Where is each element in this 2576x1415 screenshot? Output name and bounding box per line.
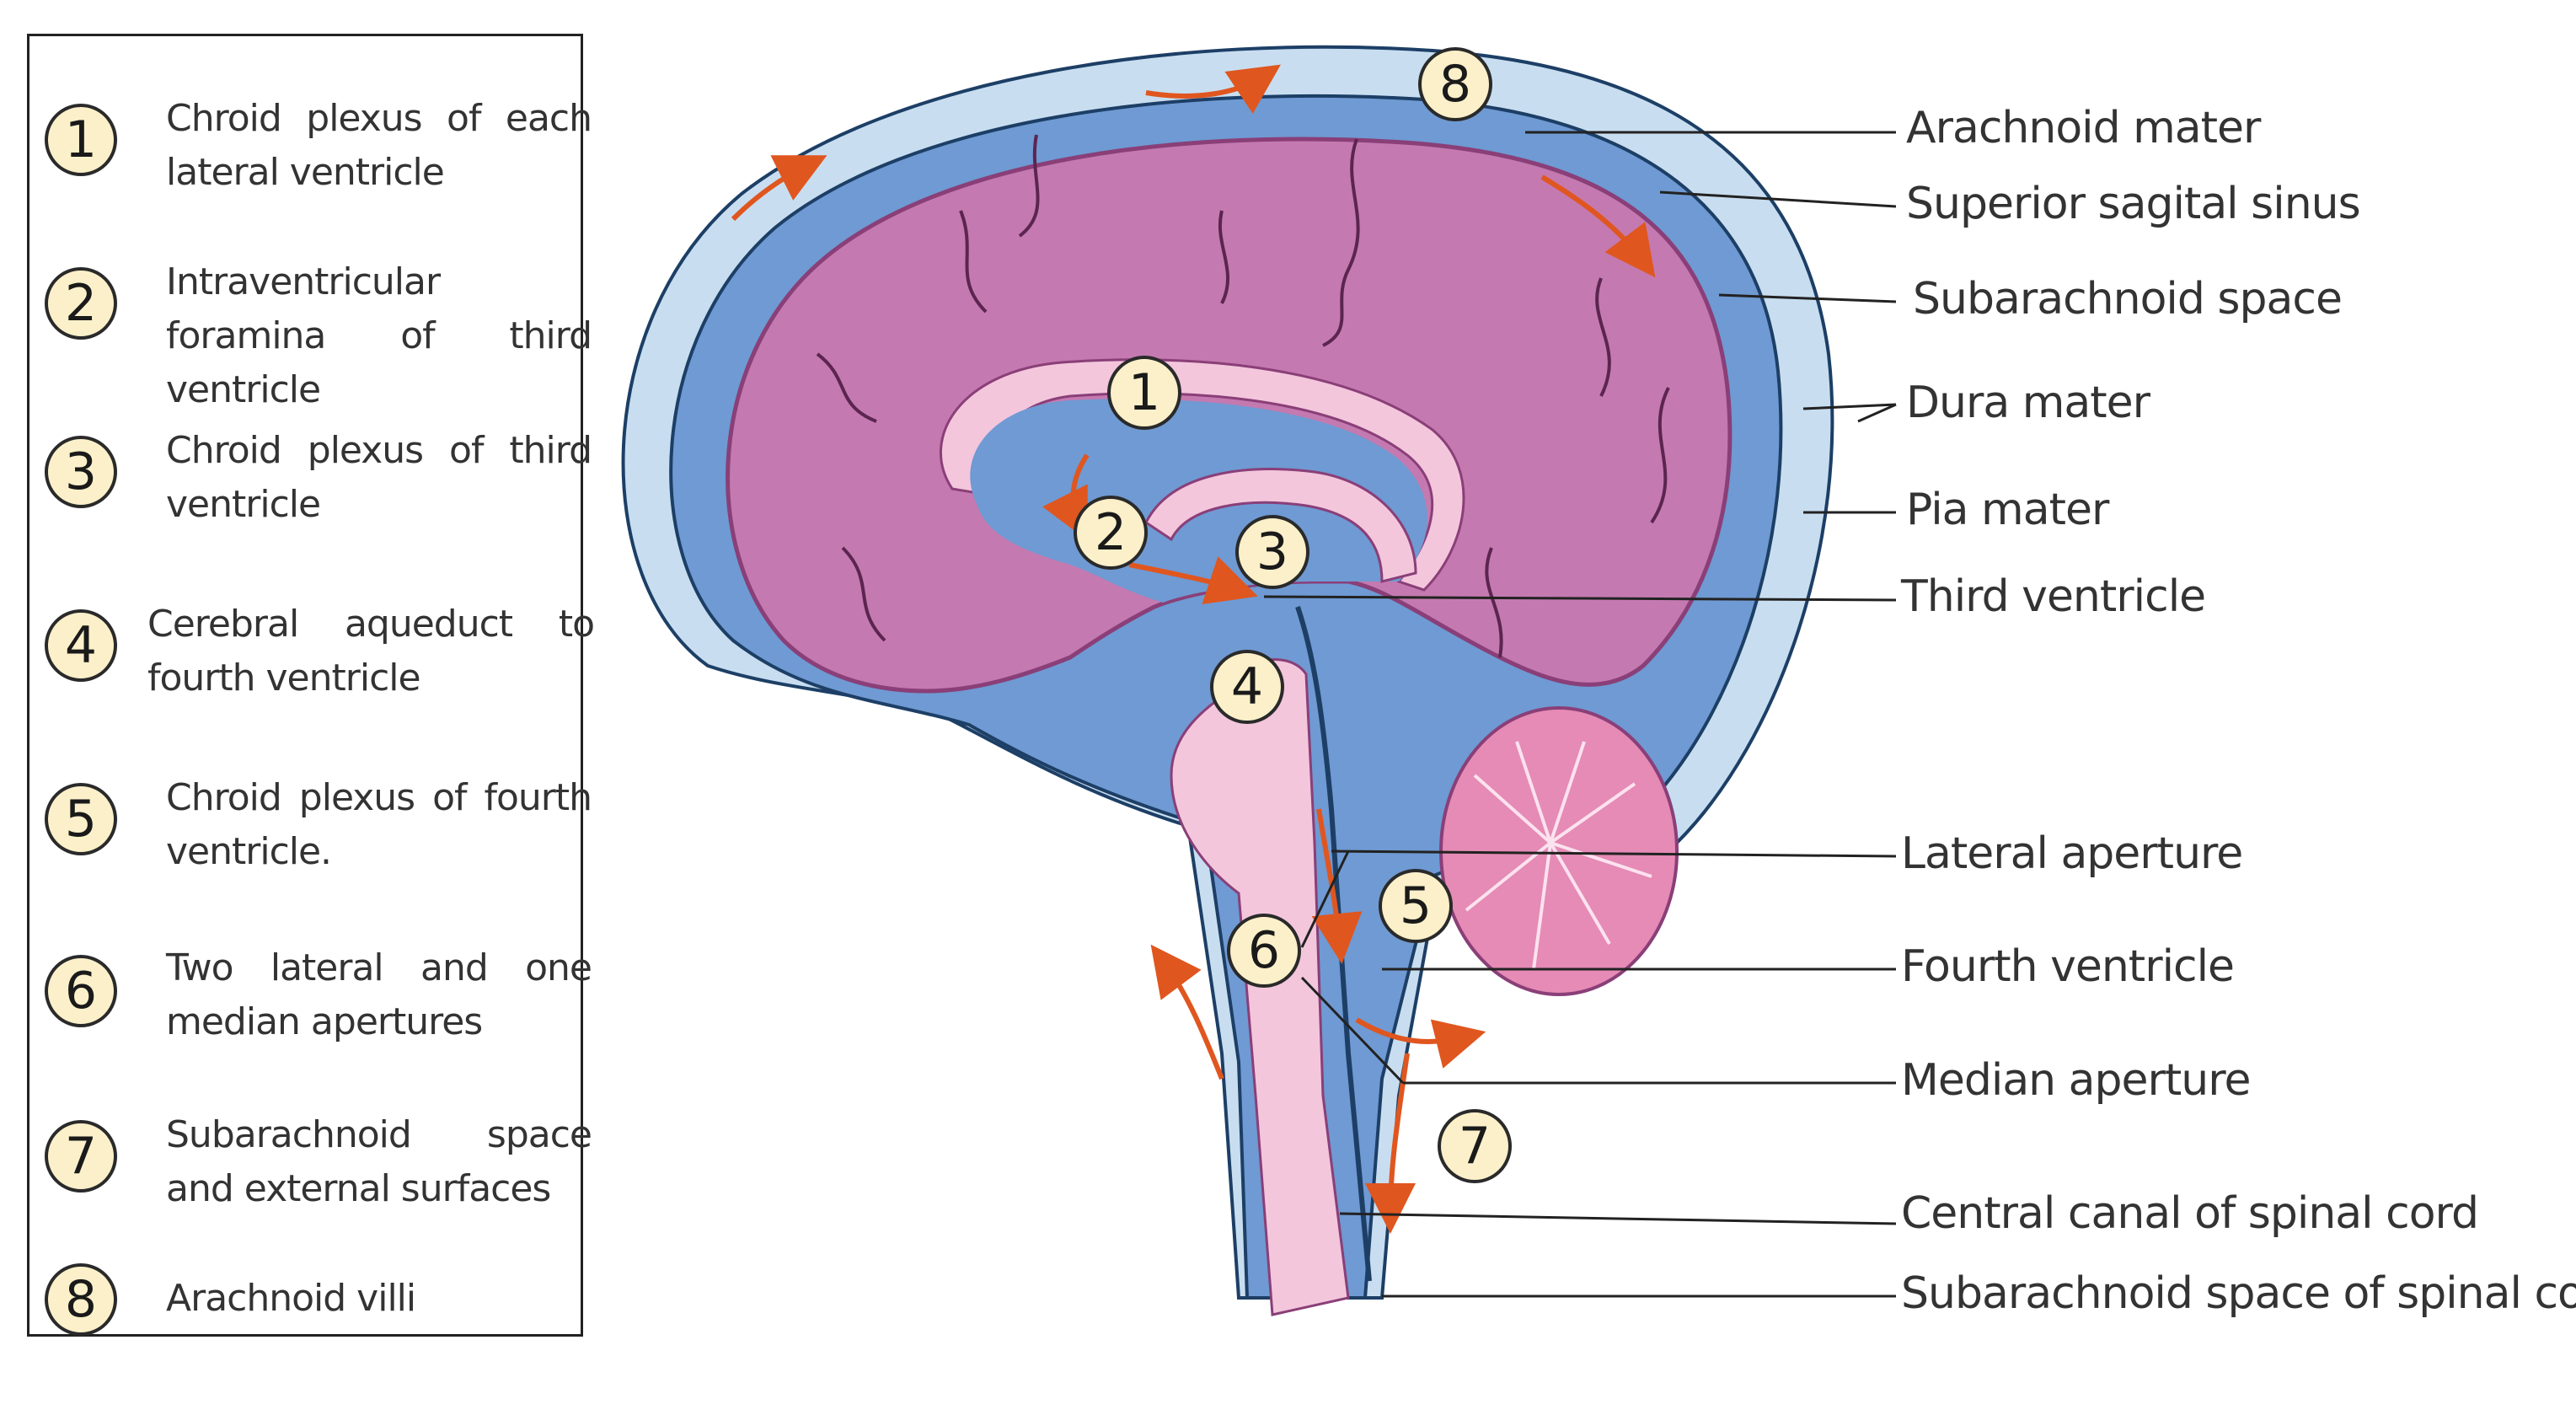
fornix [1144,468,1417,583]
marker-6-text: 6 [1248,921,1280,980]
cerebellum [1439,706,1679,996]
marker-2: 2 [1074,496,1148,570]
legend-item-1: 1 Chroid plexus of each lateral ventricl… [40,67,592,235]
leader-lines [1263,131,1897,1298]
marker-4-text: 4 [1231,657,1263,716]
marker-2-text: 2 [1095,503,1127,562]
legend-badge-6: 6 [45,955,117,1027]
legend-badge-1: 1 [45,104,117,176]
label-subarachnoid-space: Subarachnoid space [1913,274,2343,324]
brain-csf-diagram: 1 2 3 4 5 6 7 8 [621,45,1897,1316]
label-pia-mater: Pia mater [1906,485,2109,535]
legend-text-7: Subarachnoid space and external surfaces [166,1113,592,1210]
marker-4: 4 [1210,650,1284,724]
legend-item-3: 3 Chroid plexus of third ventricle [40,404,592,572]
marker-1: 1 [1107,356,1181,430]
label-fourth-ventricle: Fourth ventricle [1901,941,2235,992]
legend-text-8: Arachnoid villi [166,1277,416,1320]
marker-8-text: 8 [1439,55,1471,114]
label-median-aperture: Median aperture [1901,1055,2251,1106]
legend-badge-8: 8 [45,1263,117,1336]
csf-flow-arrows [731,64,1656,1234]
legend-item-2: 2 Intraventricular foramina of third ven… [40,235,592,411]
legend-badge-4: 4 [45,609,117,682]
legend-text-4: Cerebral aqueduct to fourth ventricle [147,603,595,699]
marker-7-text: 7 [1459,1117,1491,1176]
marker-3-text: 3 [1256,523,1288,582]
label-central-canal: Central canal of spinal cord [1901,1188,2479,1239]
label-lateral-aperture: Lateral aperture [1901,828,2243,879]
legend-box: 1 Chroid plexus of each lateral ventricl… [27,34,595,1337]
legend-text-3: Chroid plexus of third ventricle [166,429,592,526]
label-dura-mater: Dura mater [1906,378,2150,428]
legend-item-8: 8 Arachnoid villi [40,1246,579,1415]
legend-text-2: Intraventricular foramina of third ventr… [166,260,592,411]
legend-item-5: 5 Chroid plexus of fourth ventricle. [40,741,592,909]
legend-text-5: Chroid plexus of fourth ventricle. [166,776,592,873]
marker-3: 3 [1235,515,1309,589]
legend-badge-2: 2 [45,267,117,340]
label-arachnoid-mater: Arachnoid mater [1906,103,2261,153]
legend-badge-5: 5 [45,783,117,855]
label-subarachnoid-spinal: Subarachnoid space of spinal cord [1901,1268,2576,1319]
lateral-ventricle-outline [939,358,1465,592]
marker-1-text: 1 [1128,363,1160,422]
label-superior-sagital-sinus: Superior sagital sinus [1906,179,2361,229]
legend-item-6: 6 Two lateral and one median apertures [40,909,592,1078]
brain-sulci [816,134,1670,658]
legend-text-6: Two lateral and one median apertures [166,946,592,1043]
legend-badge-3: 3 [45,436,117,508]
cerebellum-folia [1465,741,1652,970]
legend-item-4: 4 Cerebral aqueduct to fourth ventricle [40,572,595,741]
marker-8: 8 [1418,47,1492,121]
legend-text-1: Chroid plexus of each lateral ventricle [166,97,592,194]
marker-7: 7 [1438,1109,1512,1183]
label-third-ventricle: Third ventricle [1901,571,2206,622]
legend-item-7: 7 Subarachnoid space and external surfac… [40,1078,592,1246]
marker-5-text: 5 [1400,876,1432,935]
marker-6: 6 [1227,914,1301,988]
cerebral-aqueduct [1295,606,1372,1282]
legend-badge-7: 7 [45,1120,117,1193]
marker-5: 5 [1379,869,1453,943]
